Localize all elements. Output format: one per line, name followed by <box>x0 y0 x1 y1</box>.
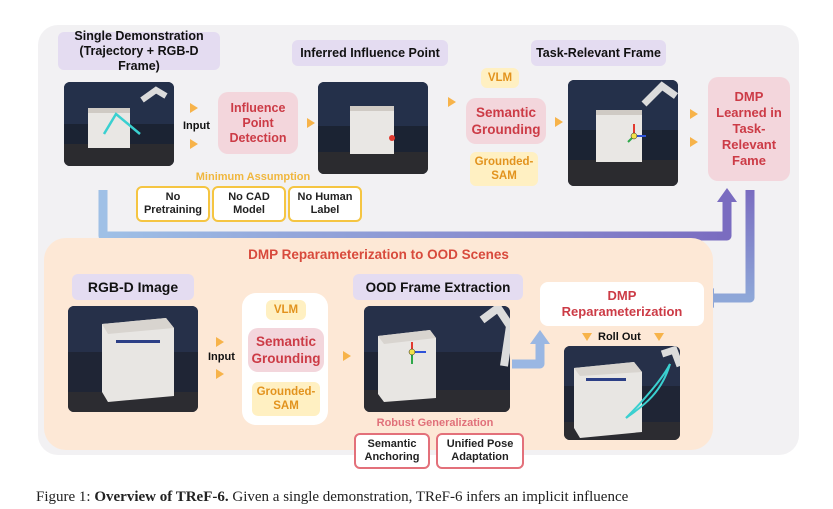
arrow-down-icon <box>582 333 592 341</box>
arrow-right-icon <box>190 139 198 149</box>
arrow-right-icon <box>343 351 351 361</box>
label-roll-out: Roll Out <box>598 331 641 343</box>
label-minimum-assumption: Minimum Assumption <box>195 171 311 183</box>
box-vlm-bottom: VLM <box>266 300 306 320</box>
arrow-right-icon <box>690 109 698 119</box>
arrow-right-icon <box>307 118 315 128</box>
arrow-demo-to-dmp-head <box>717 188 737 202</box>
label-task-relevant-frame: Task-Relevant Frame <box>531 40 666 66</box>
arrow-right-icon <box>448 97 456 107</box>
box-grounded-sam-bottom: Grounded-SAM <box>252 382 320 416</box>
arrow-right-icon <box>690 137 698 147</box>
arrow-right-icon <box>216 337 224 347</box>
arrow-right-icon <box>216 369 224 379</box>
label-ood-frame-extraction: OOD Frame Extraction <box>353 274 523 300</box>
photo-task-relevant-frame <box>568 80 678 186</box>
box-vlm-top: VLM <box>481 68 519 88</box>
arrow-right-icon <box>555 117 563 127</box>
photo-ood-frame <box>364 306 510 412</box>
arrow-down-icon <box>654 333 664 341</box>
photo-inferred-influence-point <box>318 82 428 174</box>
label-robust-generalization: Robust Generalization <box>376 417 494 429</box>
section-title-ood: DMP Reparameterization to OOD Scenes <box>248 247 509 262</box>
label-input-bottom: Input <box>208 351 235 363</box>
label-rgbd-image: RGB-D Image <box>72 274 194 300</box>
label-single-demonstration: Single Demonstration(Trajectory + RGB-D … <box>58 29 220 73</box>
photo-rgbd-image <box>68 306 198 412</box>
figure-caption: Figure 1: Overview of TReF-6. Given a si… <box>36 489 629 505</box>
arrow-right-icon <box>190 103 198 113</box>
arrow-dmp-to-reparam <box>712 190 755 303</box>
arrow-demo-to-dmp <box>98 190 732 241</box>
photo-demonstration <box>64 82 174 166</box>
box-grounded-sam-top: Grounded-SAM <box>470 152 538 186</box>
label-inferred-influence-point: Inferred Influence Point <box>292 40 448 66</box>
label-input-top: Input <box>183 120 210 132</box>
photo-roll-out <box>564 346 680 440</box>
arrow-ood-to-reparam <box>512 330 550 369</box>
